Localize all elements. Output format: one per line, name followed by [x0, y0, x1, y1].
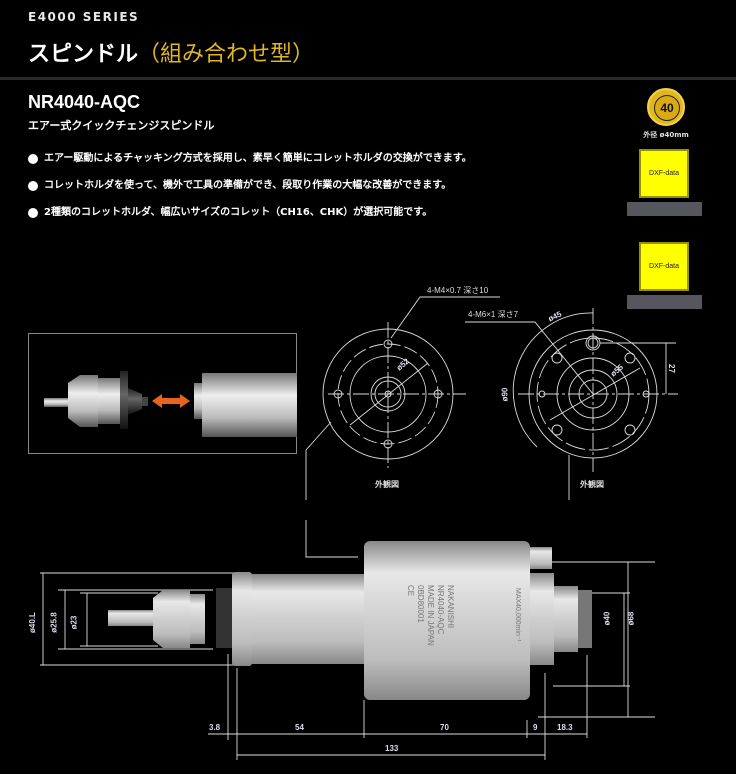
- dim-dia40: ø40: [602, 611, 612, 626]
- dim-dia25-8: ø25.8: [49, 612, 59, 633]
- dxf-download-button[interactable]: DXF-data: [639, 242, 689, 291]
- title-paren: （組み合わせ型）: [138, 42, 315, 67]
- feature-item: コレットホルダを使って、機外で工具の準備ができ、段取り作業の大幅な改善ができます…: [28, 179, 472, 193]
- front-view-drawings: [305, 296, 678, 500]
- engraving-serial: 0BD80001: [416, 585, 425, 623]
- engraving-speed: MAX40,000min⁻¹: [514, 588, 521, 642]
- title-main: スピンドル: [28, 42, 139, 67]
- engraving-model: NR4040-AQC: [436, 585, 445, 635]
- badge-label: 外径 ø40mm: [643, 131, 689, 139]
- dim-18-3: 18.3: [557, 723, 573, 732]
- front-view-right-caption: 外観図: [580, 480, 604, 489]
- dim-27: 27: [666, 364, 676, 373]
- header-divider: [0, 77, 736, 80]
- front-view-left-caption: 外観図: [375, 480, 399, 489]
- thread-note-left: 4-M4×0.7 深さ10: [427, 286, 489, 295]
- dim-dia23: ø23: [69, 615, 79, 630]
- dxf-shelf: [627, 295, 702, 309]
- engraving-brand: NAKANISHI: [446, 585, 455, 629]
- product-subtitle: エアー式クイックチェンジスピンドル: [28, 119, 215, 132]
- engraving-origin: MADE IN JAPAN: [426, 585, 435, 646]
- dim-dia40L: ø40.L: [27, 612, 37, 633]
- dim-54: 54: [295, 723, 304, 732]
- ce-mark-icon: CE: [406, 585, 415, 597]
- diameter-badge-icon: 40: [647, 88, 685, 126]
- swap-arrow-icon: [152, 394, 190, 408]
- dim-dia68: ø68: [626, 611, 636, 626]
- dxf-download-button[interactable]: DXF-data: [639, 149, 689, 198]
- series-label: E4000 SERIES: [28, 10, 140, 24]
- feature-list: エアー駆動によるチャッキング方式を採用し、素早く簡単にコレットホルダの交換ができ…: [28, 152, 472, 233]
- badge-value: 40: [654, 95, 680, 121]
- dxf-shelf: [627, 202, 702, 216]
- front-view-left: [305, 296, 500, 500]
- feature-item: エアー駆動によるチャッキング方式を採用し、素早く簡単にコレットホルダの交換ができ…: [28, 152, 472, 166]
- engraving: NAKANISHI NR4040-AQC MADE IN JAPAN 0BD80…: [405, 585, 455, 646]
- feature-item: 2種類のコレットホルダ、幅広いサイズのコレット（CH16、CHK）が選択可能です…: [28, 206, 472, 220]
- side-view-drawing: [40, 520, 655, 760]
- model-name: NR4040-AQC: [28, 92, 141, 112]
- thread-note-right: 4-M6×1 深さ7: [468, 310, 519, 319]
- collet-change-illustration: [28, 333, 297, 454]
- page-title: スピンドル（組み合わせ型）: [28, 36, 314, 68]
- dim-3-8: 3.8: [209, 723, 221, 732]
- dim-70: 70: [440, 723, 449, 732]
- dim-133: 133: [385, 744, 399, 753]
- front-view-right: [465, 308, 678, 500]
- dim-dia90: ø90: [500, 387, 510, 402]
- dim-9: 9: [533, 723, 538, 732]
